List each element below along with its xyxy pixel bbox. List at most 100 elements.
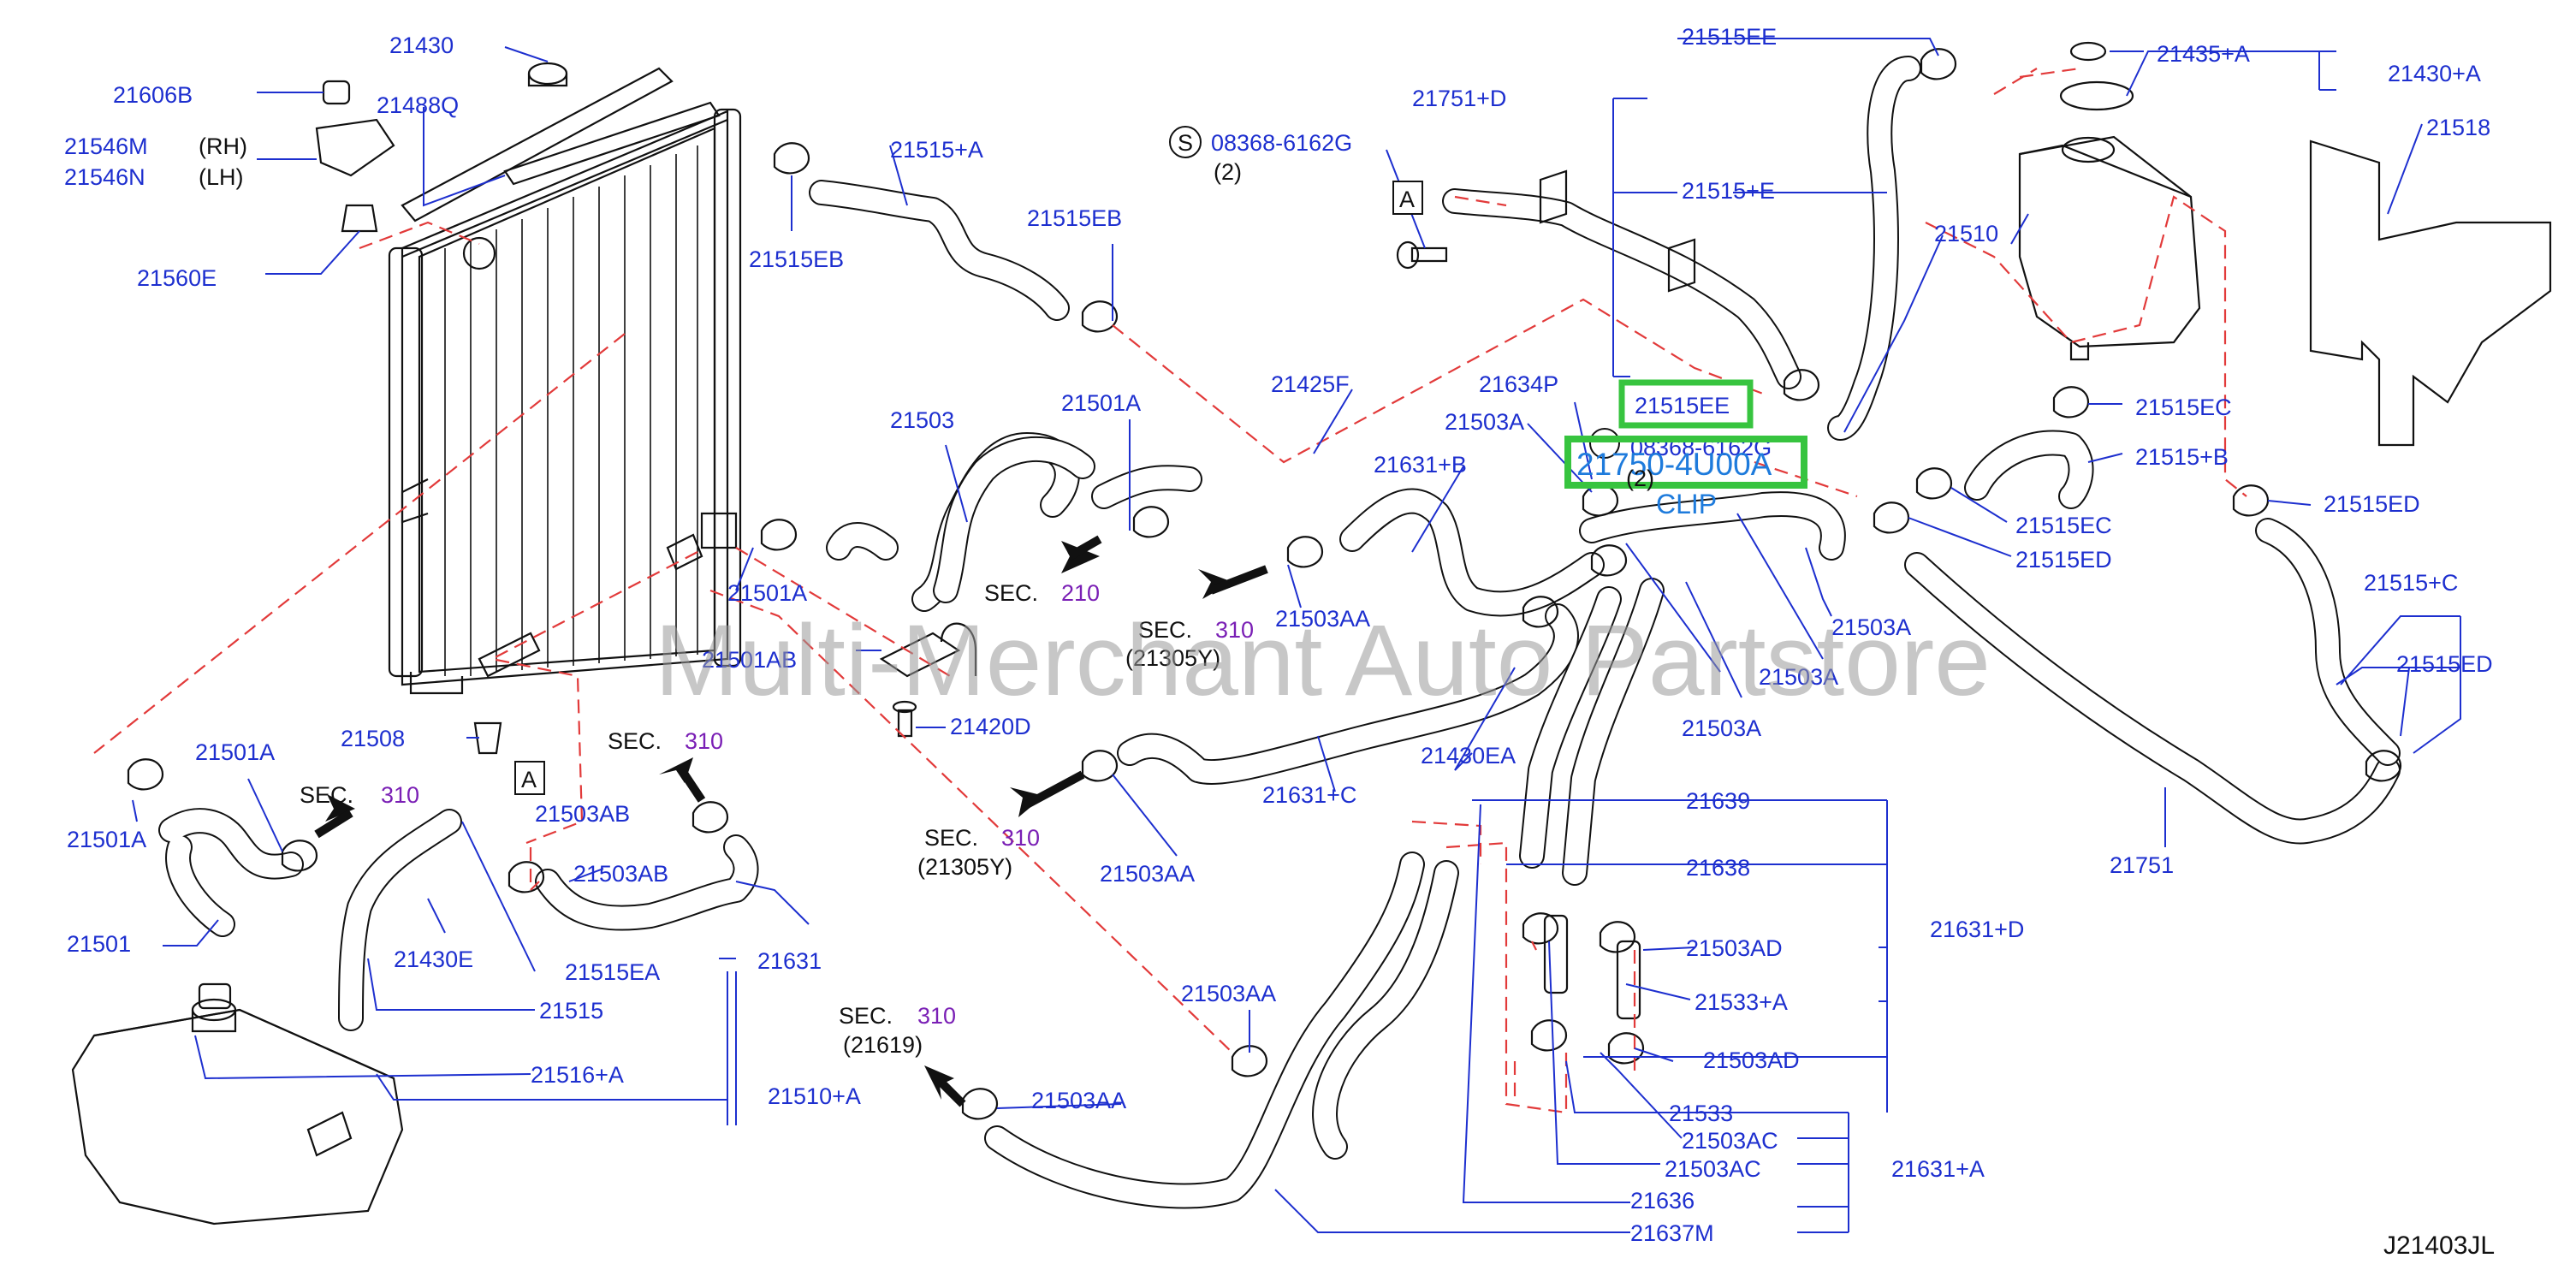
sec-310a-sub: (21305Y) bbox=[1125, 645, 1220, 671]
sec-310a-prefix: SEC. bbox=[1138, 617, 1192, 643]
label-21503AD-1: 21503AD bbox=[1686, 935, 1783, 961]
sec-310b-prefix: SEC. bbox=[608, 728, 662, 754]
label-21631: 21631 bbox=[757, 948, 822, 974]
highlight-box-21750 bbox=[1564, 436, 1807, 489]
label-21503AA-1: 21503AA bbox=[1275, 606, 1370, 632]
label-21430E: 21430E bbox=[394, 947, 473, 972]
highlight-label-21515EE: 21515EE bbox=[1635, 393, 1730, 418]
label-21515EB-right: 21515EB bbox=[1027, 205, 1122, 231]
label-21560E: 21560E bbox=[137, 265, 217, 291]
label-21516A: 21516+A bbox=[531, 1062, 624, 1088]
label-21503AA-2: 21503AA bbox=[1100, 861, 1195, 887]
label-21503A-2: 21503A bbox=[1831, 614, 1911, 640]
label-21435A: 21435+A bbox=[2157, 41, 2250, 67]
sec-310e-prefix: SEC. bbox=[839, 1003, 893, 1029]
sec-310b-number: 310 bbox=[685, 728, 723, 754]
highlight-overlays: 21515EE 08368-6162G 21750-4U00A (2) CLIP bbox=[1564, 379, 1807, 519]
sec-210-number: 210 bbox=[1061, 580, 1100, 606]
label-21634P: 21634P bbox=[1479, 371, 1558, 397]
label-21501A-top: 21501A bbox=[1061, 390, 1141, 416]
mount-rubber bbox=[341, 204, 378, 233]
label-21515EC-2: 21515EC bbox=[2015, 513, 2112, 538]
label-qty-2: (2) bbox=[1214, 159, 1242, 185]
label-21503AD-2: 21503AD bbox=[1703, 1047, 1800, 1073]
sec-210-prefix: SEC. bbox=[984, 580, 1038, 606]
highlight-label-21750: 21750-4U00A bbox=[1576, 447, 1772, 482]
sec-310e-sub: (21619) bbox=[843, 1032, 923, 1058]
label-21501A-left: 21501A bbox=[195, 739, 275, 765]
sec-310d-number: 310 bbox=[1001, 825, 1040, 851]
hoses-left bbox=[158, 180, 1202, 1031]
diagram-code: J21403JL bbox=[2383, 1231, 2495, 1260]
reference-lines bbox=[93, 67, 2247, 1114]
label-21515: 21515 bbox=[539, 998, 603, 1024]
label-21515EA: 21515EA bbox=[565, 959, 660, 985]
bolt-08368 bbox=[1410, 246, 1448, 263]
label-21636: 21636 bbox=[1630, 1188, 1695, 1214]
watermark: Multi-Merchant Auto Partstore bbox=[655, 604, 1991, 717]
label-21503AA-4: 21503AA bbox=[1031, 1088, 1126, 1113]
label-21503AC-2: 21503AC bbox=[1665, 1156, 1761, 1182]
label-21515EB-left: 21515EB bbox=[749, 246, 844, 272]
label-21510: 21510 bbox=[1934, 221, 1998, 246]
label-21638: 21638 bbox=[1686, 855, 1750, 881]
label-08368-6162G: 08368-6162G bbox=[1211, 130, 1352, 156]
label-21515EC-1: 21515EC bbox=[2135, 395, 2232, 420]
clip-label: CLIP bbox=[1656, 489, 1717, 519]
label-21639: 21639 bbox=[1686, 788, 1750, 814]
sec-310e-number: 310 bbox=[917, 1003, 956, 1029]
label-21503A-3: 21503A bbox=[1759, 664, 1838, 690]
radiator-plug bbox=[527, 62, 568, 86]
label-21503: 21503 bbox=[890, 407, 954, 433]
label-21515B: 21515+B bbox=[2135, 444, 2229, 470]
reservoir-tank-right bbox=[2018, 41, 2201, 361]
label-21637M: 21637M bbox=[1630, 1220, 1714, 1246]
grommet-21606B bbox=[322, 80, 351, 105]
leader-lines bbox=[132, 38, 2461, 1233]
label-21515E: 21515+E bbox=[1682, 178, 1775, 204]
svg-text:A: A bbox=[1399, 187, 1415, 212]
highlight-box-21515EE bbox=[1618, 379, 1754, 429]
label-21420D: 21420D bbox=[950, 714, 1031, 739]
label-21430A: 21430+A bbox=[2388, 61, 2481, 86]
label-21430: 21430 bbox=[389, 33, 454, 58]
upper-seal-strip bbox=[401, 67, 674, 223]
clamps bbox=[127, 48, 2402, 1120]
mount-bracket bbox=[315, 118, 395, 177]
sec-310d-sub: (21305Y) bbox=[917, 854, 1012, 880]
label-21503A-4: 21503A bbox=[1682, 715, 1761, 741]
label-21515ED-2: 21515ED bbox=[2324, 491, 2420, 517]
label-21515ED-1: 21515ED bbox=[2015, 547, 2112, 573]
label-21546M: 21546M bbox=[64, 134, 148, 159]
label-21508: 21508 bbox=[341, 726, 405, 751]
label-21751D: 21751+D bbox=[1412, 86, 1506, 111]
label-21606B: 21606B bbox=[113, 82, 193, 108]
hoses-right bbox=[1442, 56, 2401, 845]
label-21533: 21533 bbox=[1669, 1101, 1733, 1126]
label-21425F: 21425F bbox=[1271, 371, 1350, 397]
label-lh: (LH) bbox=[199, 164, 244, 190]
label-21503AC-1: 21503AC bbox=[1682, 1128, 1778, 1154]
label-21501A-mid: 21501A bbox=[727, 580, 807, 606]
label-21751: 21751 bbox=[2110, 852, 2174, 878]
label-21631B: 21631+B bbox=[1374, 452, 1467, 478]
label-21501A-left2: 21501A bbox=[67, 827, 146, 852]
label-21503AB-b: 21503AB bbox=[573, 861, 668, 887]
section-references: SEC. 210 SEC. 310 (21305Y) SEC. 310 SEC.… bbox=[300, 580, 1254, 1058]
label-21631D: 21631+D bbox=[1930, 917, 2024, 942]
label-21430EA: 21430EA bbox=[1421, 743, 1516, 769]
sec-310c-number: 310 bbox=[381, 782, 419, 808]
s-symbol bbox=[1169, 126, 1202, 158]
overlap-qty: (2) bbox=[1626, 466, 1654, 491]
reference-a-markers: A A bbox=[514, 181, 1423, 795]
label-21510A: 21510+A bbox=[768, 1083, 861, 1109]
reservoir-tank-left bbox=[71, 982, 404, 1225]
label-21515C: 21515+C bbox=[2364, 570, 2458, 596]
label-21631A: 21631+A bbox=[1891, 1156, 1985, 1182]
label-21515EE-top: 21515EE bbox=[1682, 24, 1777, 50]
section-arrows bbox=[314, 535, 1268, 1107]
hoses-center bbox=[984, 488, 1846, 1209]
sec-310a-number: 310 bbox=[1215, 617, 1254, 643]
label-21501: 21501 bbox=[67, 931, 131, 957]
label-21515A: 21515+A bbox=[890, 137, 983, 163]
